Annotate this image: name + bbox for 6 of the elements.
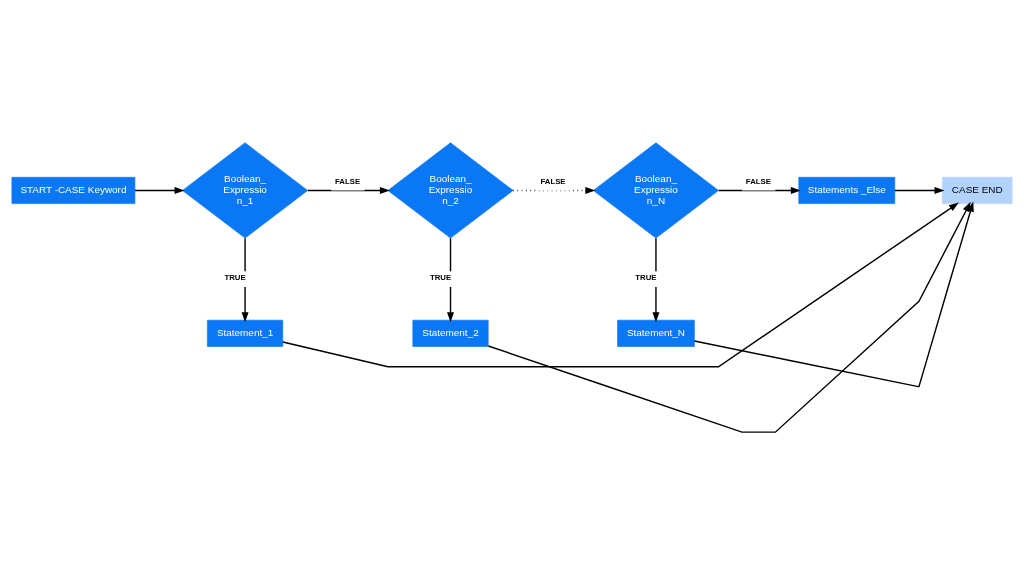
edge-label: TRUE [429,272,452,282]
edge-label: FALSE [745,176,772,186]
edge-label: FALSE [335,176,361,186]
edge-label: FALSE [540,176,566,186]
edge-label: TRUE [635,272,657,282]
edge-label: TRUE [224,272,246,282]
